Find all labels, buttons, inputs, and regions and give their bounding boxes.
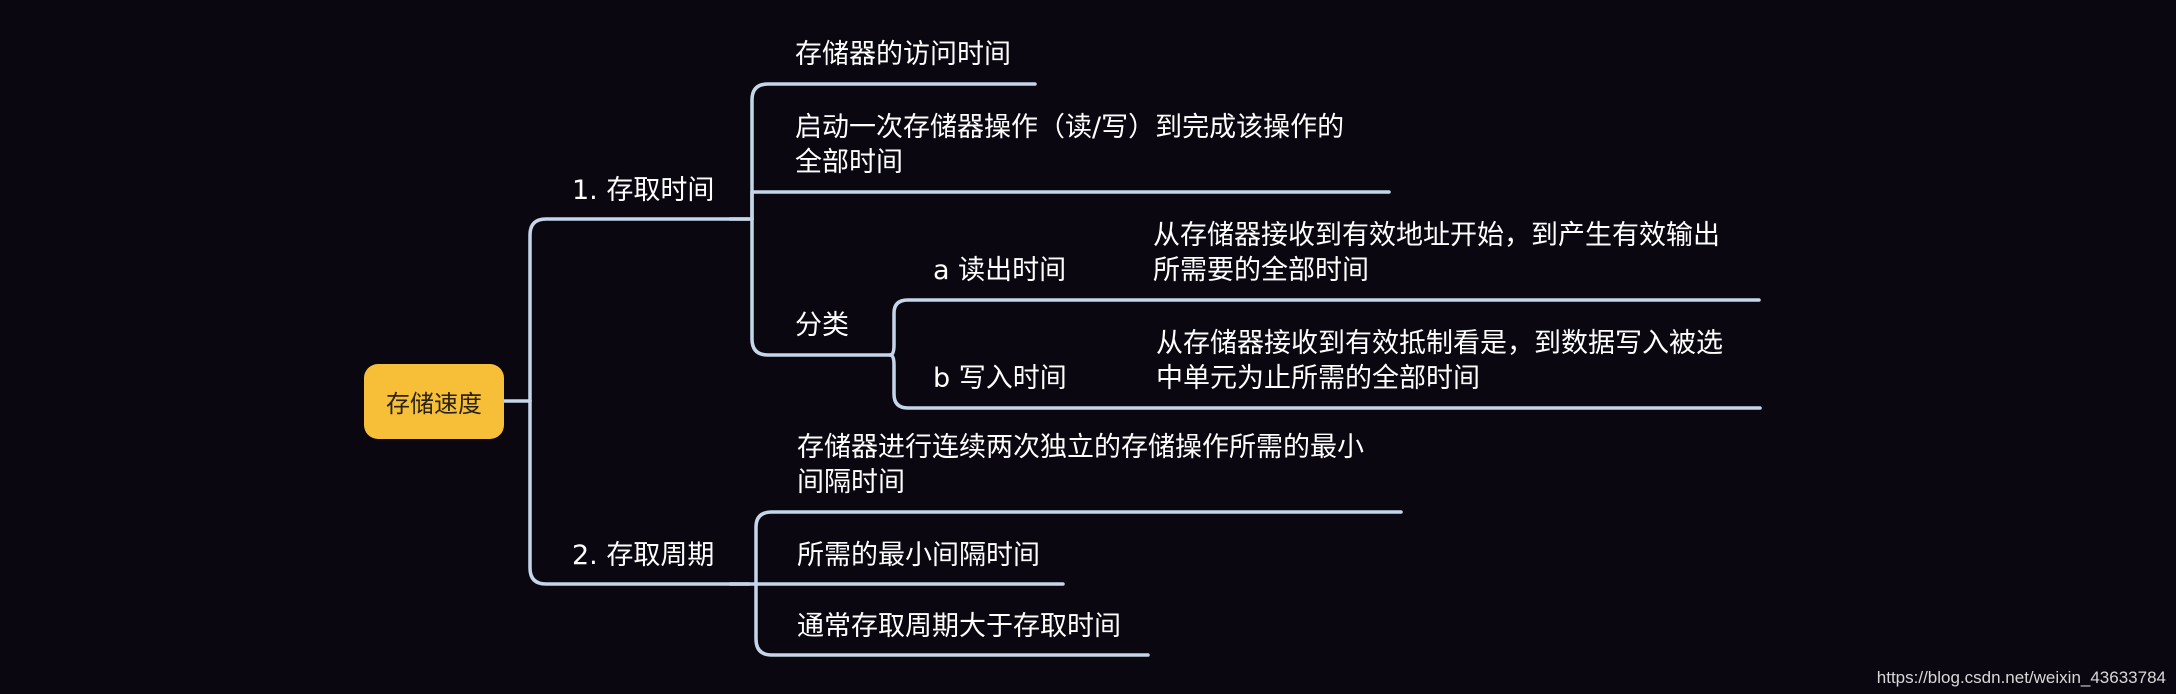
branch-access-time[interactable]: 1. 存取时间 [572, 175, 715, 206]
connector-branch-2 [528, 399, 751, 586]
connector-b2-child-3 [754, 582, 1150, 657]
node-required-min-interval[interactable]: 所需的最小间隔时间 [797, 540, 1040, 571]
connector-b1-child-1 [750, 82, 1037, 221]
node-cycle-greater-than-access[interactable]: 通常存取周期大于存取时间 [797, 611, 1121, 642]
root-node[interactable]: 存储速度 [364, 364, 504, 439]
node-operation-time-line-1[interactable]: 启动一次存储器操作（读/写）到完成该操作的 [795, 112, 1345, 143]
node-read-time-desc-line-1[interactable]: 从存储器接收到有效地址开始，到产生有效输出 [1153, 220, 1720, 251]
watermark-url: https://blog.csdn.net/weixin_43633784 [1876, 668, 2166, 687]
node-min-interval-line-2[interactable]: 间隔时间 [797, 467, 905, 498]
node-read-time-desc-line-2[interactable]: 所需要的全部时间 [1153, 255, 1369, 286]
connector-b1-child-2 [750, 190, 1391, 221]
node-classification[interactable]: 分类 [795, 310, 849, 341]
connector-b2-child-1 [754, 510, 1403, 586]
node-write-time[interactable]: b 写入时间 [933, 363, 1067, 394]
branch-access-cycle[interactable]: 2. 存取周期 [572, 540, 715, 571]
root-label: 存储速度 [386, 390, 482, 418]
connector-branch-1 [528, 217, 751, 403]
node-memory-access-time[interactable]: 存储器的访问时间 [795, 39, 1011, 70]
node-read-time[interactable]: a 读出时间 [933, 255, 1067, 286]
node-min-interval-line-1[interactable]: 存储器进行连续两次独立的存储操作所需的最小 [797, 432, 1364, 463]
node-write-time-desc-line-1[interactable]: 从存储器接收到有效抵制看是，到数据写入被选 [1156, 328, 1723, 359]
connector-b1-child-3 [750, 217, 892, 357]
node-operation-time-line-2[interactable]: 全部时间 [795, 147, 903, 178]
node-write-time-desc-line-2[interactable]: 中单元为止所需的全部时间 [1156, 363, 1480, 394]
connector-classify-b [888, 353, 1762, 410]
